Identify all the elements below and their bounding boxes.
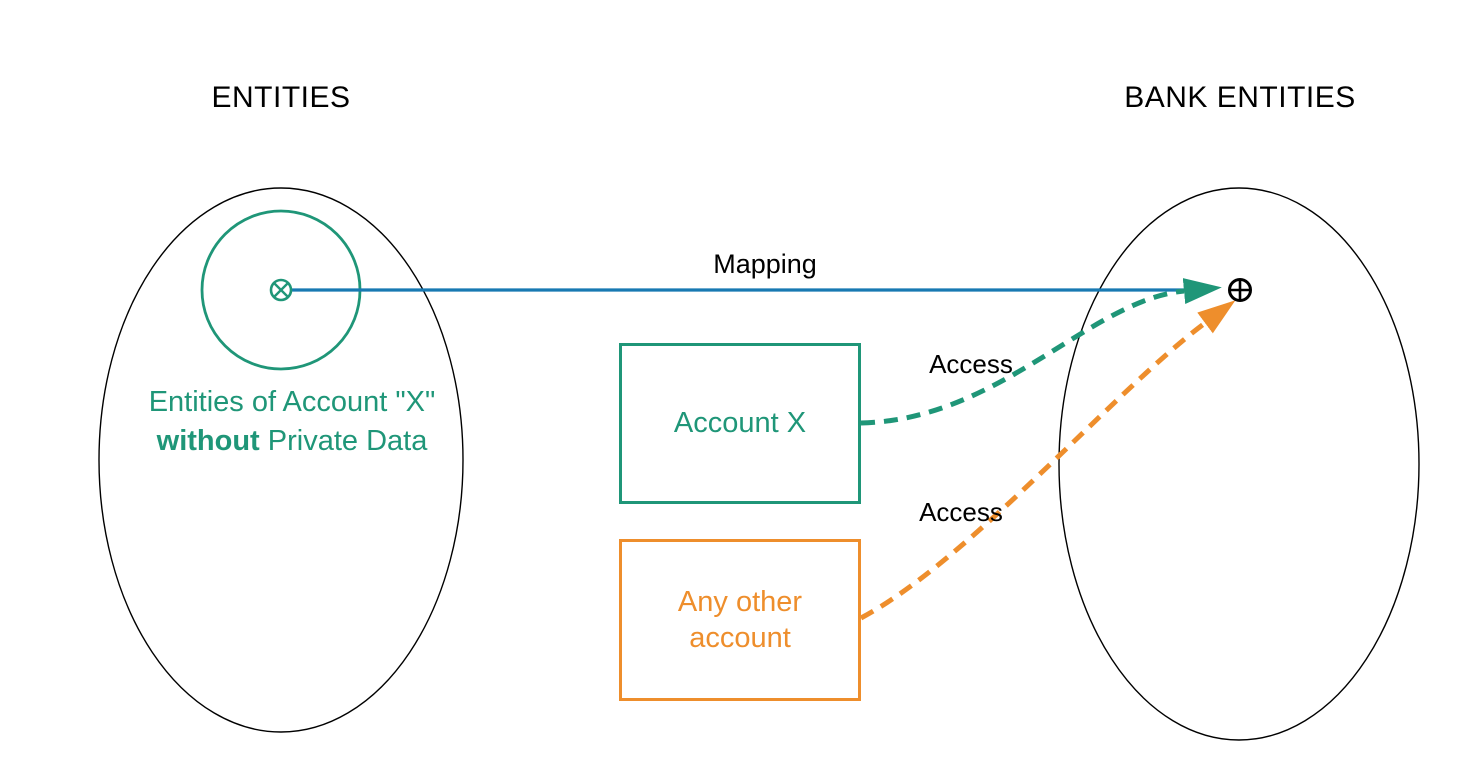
account-x-node-label: Account X xyxy=(673,407,807,439)
account-x-node: Account X xyxy=(619,343,861,504)
entities-ellipse xyxy=(98,187,464,733)
access-arrow-teal xyxy=(860,278,1222,426)
circled-times-icon xyxy=(269,278,293,302)
subset-label-rest: Private Data xyxy=(259,425,428,457)
bank-entities-ellipse xyxy=(1058,187,1420,741)
any-other-account-node-label: Any other account xyxy=(677,586,803,654)
access-arrow-orange xyxy=(859,300,1236,621)
subset-label-line1: Entities of Account "X" xyxy=(148,386,436,418)
entities-title: ENTITIES xyxy=(211,81,351,114)
mapping-label: Mapping xyxy=(713,249,817,279)
circled-plus-icon xyxy=(1228,278,1252,302)
access-label-account-x: Access xyxy=(929,349,1013,379)
access-label-any-other: Access xyxy=(919,497,1003,527)
bank-entities-title: BANK ENTITIES xyxy=(1124,81,1356,114)
subset-label: Entities of Account "X" without Private D… xyxy=(149,383,436,461)
any-other-account-node: Any other account xyxy=(619,539,861,701)
subset-label-bold-word: without xyxy=(156,425,260,457)
